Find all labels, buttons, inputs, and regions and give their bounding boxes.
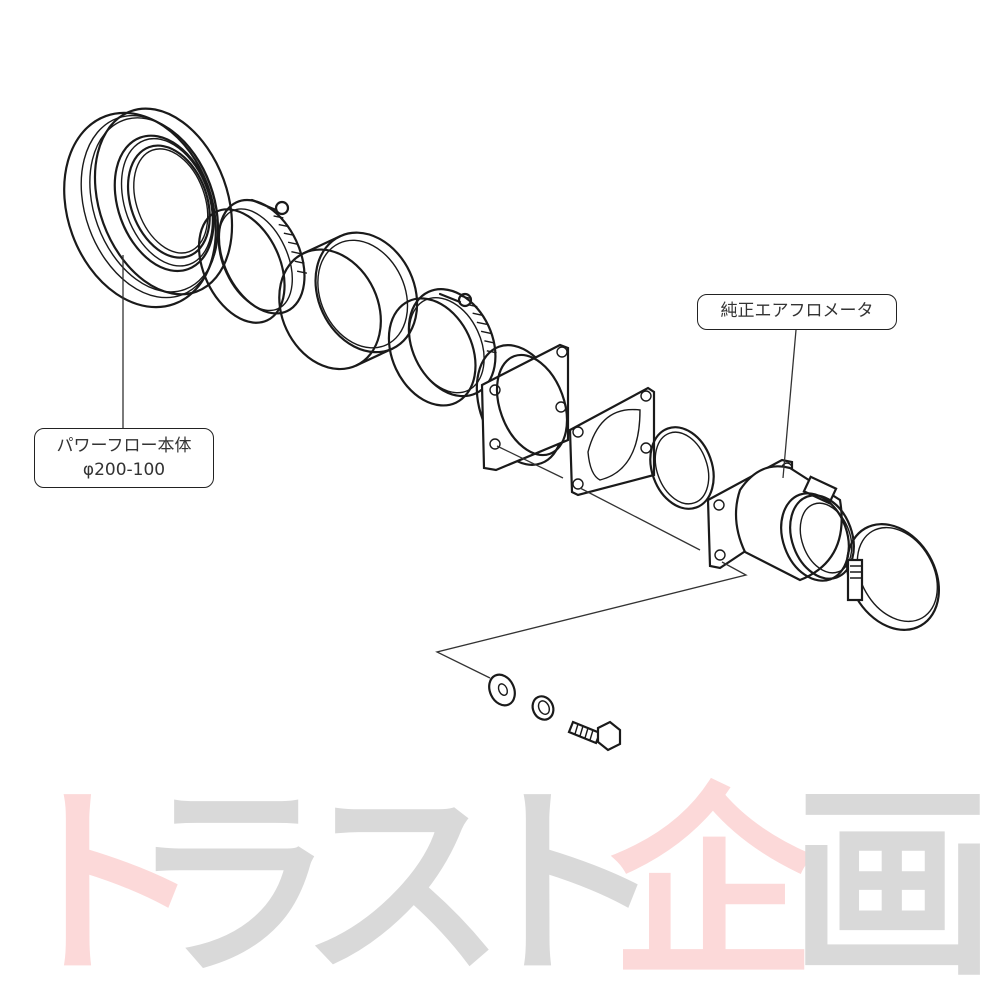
hose-clamp-2	[387, 288, 497, 407]
watermark-char: 画	[790, 765, 995, 1005]
leader-line	[782, 329, 797, 479]
clamp-tab	[438, 292, 462, 304]
power-flow-body-size: φ200-100	[82, 460, 166, 480]
watermark-char: ス	[300, 765, 505, 1005]
watermark-char: ラ	[130, 765, 335, 1005]
leader-line	[496, 445, 564, 479]
clamp-screw	[274, 200, 290, 216]
o-ring	[649, 426, 715, 510]
watermark-char: ト	[0, 765, 205, 1005]
clamp-housing	[846, 558, 864, 602]
watermark-char: 企	[610, 765, 815, 1005]
clamp-screw	[457, 292, 473, 308]
bolt-leader-line	[435, 561, 748, 679]
leader-line	[579, 487, 701, 551]
air-flow-meter-label: 純正エアフロメータ	[697, 294, 897, 330]
rubber-joint-hose	[278, 231, 419, 371]
flat-washer	[488, 673, 516, 707]
air-flow-meter-label-text: 純正エアフロメータ	[720, 301, 874, 321]
watermark-char: ト	[460, 765, 665, 1005]
air-flow-meter	[706, 458, 855, 582]
power-flow-body-title: パワーフロー本体	[56, 436, 192, 456]
clamp-teeth	[850, 565, 862, 579]
hex-bolt	[567, 720, 622, 752]
air-filter-body	[63, 107, 234, 309]
power-flow-body-label: パワーフロー本体 φ200-100	[34, 428, 214, 488]
flange-gasket	[568, 386, 656, 497]
spring-washer	[531, 695, 555, 721]
clamp-tab	[250, 198, 278, 212]
adapter-flange	[475, 343, 570, 472]
hose-clamp-1	[197, 198, 308, 324]
